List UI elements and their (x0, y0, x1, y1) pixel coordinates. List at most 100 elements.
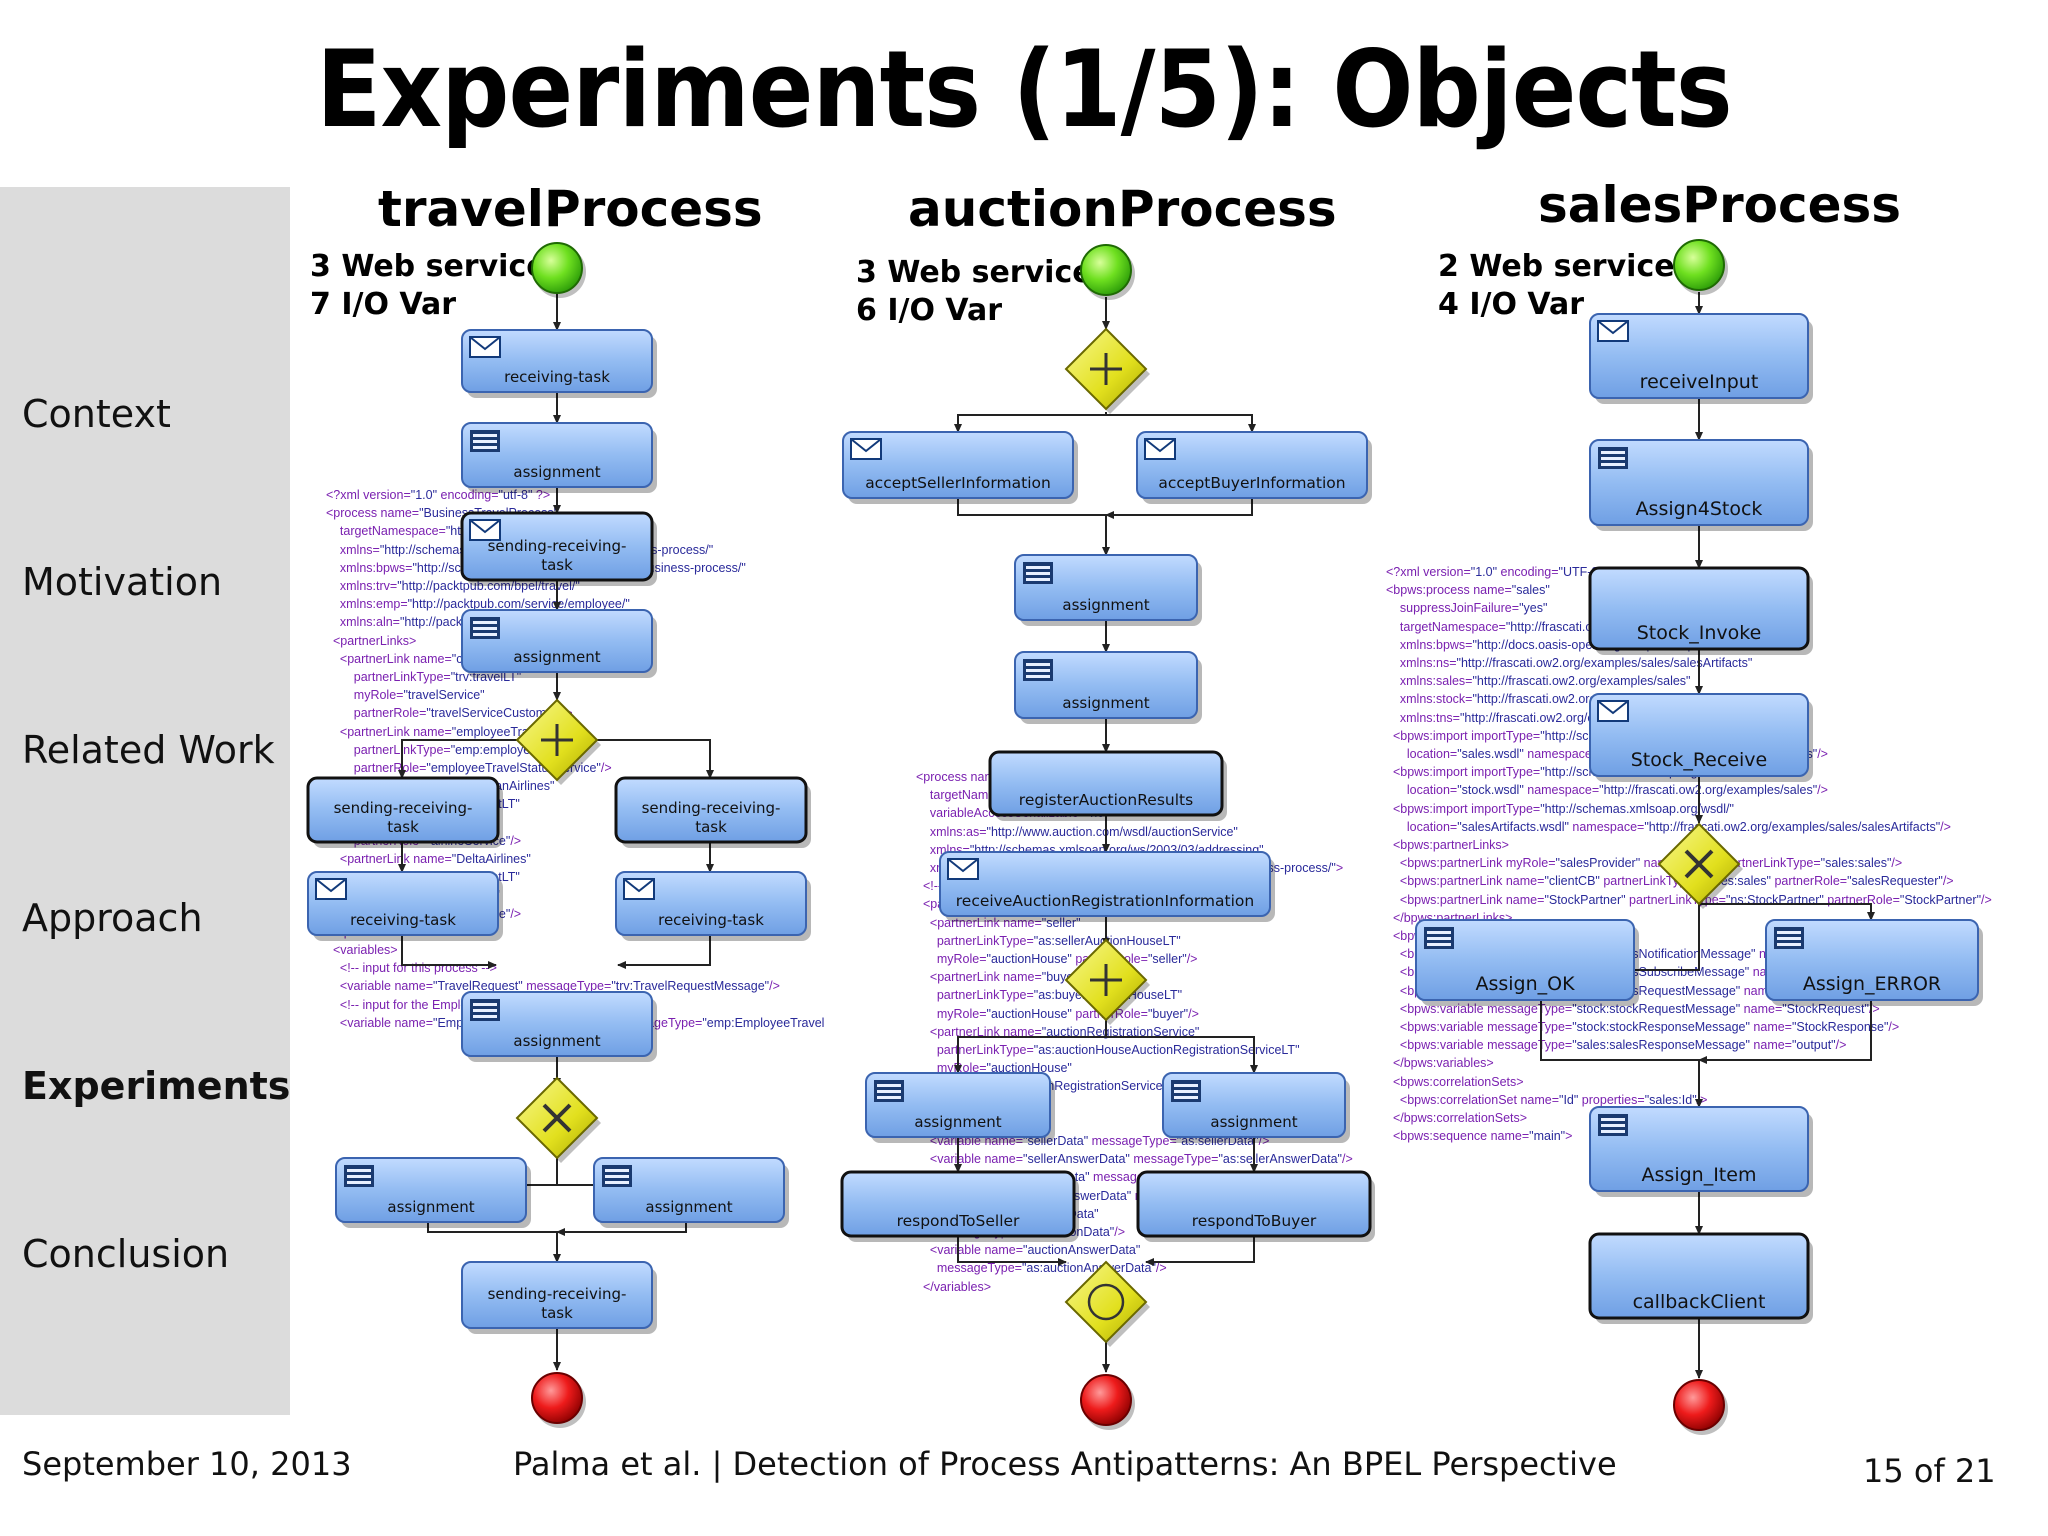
auction-task-receive-registration[interactable] (939, 851, 1271, 917)
assignment-icon-row (347, 1181, 371, 1184)
task-label: sending-receiving- (642, 799, 781, 817)
sidebar-item-related-work[interactable]: Related Work (22, 728, 275, 772)
flow-arrow (954, 1020, 1107, 1074)
assignment-icon-row (473, 1009, 497, 1012)
sales-task-assign-item[interactable] (1589, 1106, 1809, 1192)
envelope-flap (469, 519, 501, 534)
assignment-icon-row (347, 1169, 371, 1172)
task-label: callbackClient (1633, 1291, 1766, 1313)
travel-task-sending-receiving[interactable] (461, 1261, 653, 1329)
assignment-icon-row (1026, 578, 1050, 581)
travel-process-info: 3 Web services 7 I/O Var (310, 248, 564, 324)
assignment-icon-row (1601, 463, 1625, 466)
sidebar-item-motivation[interactable]: Motivation (22, 560, 223, 604)
assignment-icon-row (1777, 937, 1801, 940)
task-label: Stock_Invoke (1637, 622, 1762, 644)
travel-task-receiving[interactable] (615, 871, 807, 936)
task-label: acceptSellerInformation (865, 474, 1051, 492)
assignment-icon-row (473, 627, 497, 630)
flow-arrow (556, 1222, 687, 1236)
travel-task-sending-receiving[interactable] (614, 776, 808, 844)
task-label: Assign4Stock (1636, 498, 1763, 520)
auction-end-event[interactable] (1080, 1374, 1132, 1426)
footer-date: September 10, 2013 (22, 1445, 352, 1483)
assignment-icon-row (473, 434, 497, 437)
task-label: task (541, 556, 573, 574)
envelope-flap (1597, 320, 1629, 335)
auction-task-register-results[interactable] (988, 750, 1224, 817)
task-label: respondToSeller (897, 1212, 1020, 1230)
sales-services: 2 Web services (1438, 249, 1693, 284)
sales-task-stock-invoke[interactable] (1588, 566, 1810, 651)
task-label: Stock_Receive (1631, 749, 1767, 771)
flow-arrow (954, 412, 1107, 433)
auction-start-event[interactable] (1080, 244, 1132, 296)
task-label: assignment (387, 1198, 474, 1216)
task-label: receiveInput (1640, 371, 1759, 393)
exclusive-gateway-icon (542, 1103, 572, 1133)
sales-task-callback-client[interactable] (1588, 1232, 1810, 1320)
task-label: assignment (513, 463, 600, 481)
assignment-icon-row (1427, 931, 1451, 934)
assignment-icon-row (473, 1003, 497, 1006)
sales-task-assign-ok[interactable] (1415, 919, 1635, 1001)
sales-start-event[interactable] (1673, 239, 1725, 291)
assignment-icon-row (1026, 675, 1050, 678)
auction-task-assignment[interactable] (865, 1072, 1051, 1138)
assignment-icon-row (1174, 1090, 1198, 1093)
sidebar-item-conclusion[interactable]: Conclusion (22, 1232, 230, 1276)
assignment-icon-row (605, 1175, 629, 1178)
auction-task-assignment[interactable] (1162, 1072, 1346, 1138)
footer-page: 15 of 21 (1863, 1452, 1996, 1490)
envelope-flap (1597, 700, 1629, 715)
assignment-icon-row (605, 1181, 629, 1184)
task-label: assignment (1210, 1113, 1297, 1131)
task-label: Assign_Item (1642, 1164, 1757, 1186)
travel-task-sending-receiving[interactable] (460, 511, 654, 582)
travel-task-assignment[interactable] (461, 991, 653, 1057)
envelope-flap (850, 438, 882, 453)
travel-task-assignment[interactable] (461, 422, 653, 488)
envelope-flap (623, 878, 655, 893)
assignment-icon-row (1174, 1084, 1198, 1087)
travel-end-event[interactable] (531, 1372, 583, 1424)
sidebar-item-context[interactable]: Context (22, 392, 171, 436)
assignment-icon-row (1026, 566, 1050, 569)
auction-task-accept-seller[interactable] (842, 431, 1074, 499)
travel-task-assignment[interactable] (593, 1157, 785, 1223)
assignment-icon-row (1601, 457, 1625, 460)
travel-start-event[interactable] (531, 242, 583, 294)
assignment-icon-row (473, 621, 497, 624)
travel-task-receiving[interactable] (307, 871, 499, 936)
auction-gateway-event[interactable] (1064, 1260, 1148, 1344)
travel-task-assignment[interactable] (335, 1157, 527, 1223)
auction-task-assignment[interactable] (1014, 651, 1198, 719)
sidebar-item-experiments[interactable]: Experiments (22, 1064, 291, 1108)
travel-task-sending-receiving[interactable] (306, 776, 500, 844)
travel-vars: 7 I/O Var (310, 287, 457, 322)
task-label: respondToBuyer (1192, 1212, 1317, 1230)
sales-task-receive-input[interactable] (1589, 313, 1809, 399)
task-label: assignment (513, 1032, 600, 1050)
travel-task-receiving[interactable] (461, 329, 653, 393)
assignment-icon-row (1174, 1096, 1198, 1099)
sales-task-stock-receive[interactable] (1589, 693, 1809, 777)
task-label: receiving-task (350, 911, 456, 929)
auction-task-respond-buyer[interactable] (1136, 1170, 1372, 1238)
sales-task-assign-stock[interactable] (1589, 439, 1809, 526)
assignment-icon-row (473, 446, 497, 449)
sales-end-event[interactable] (1673, 1379, 1725, 1431)
travel-task-assignment[interactable] (461, 609, 653, 673)
auction-task-accept-buyer[interactable] (1136, 431, 1368, 499)
assignment-icon-row (1026, 669, 1050, 672)
sales-task-assign-error[interactable] (1765, 919, 1979, 1001)
envelope-flap (315, 878, 347, 893)
auction-task-assignment[interactable] (1014, 554, 1198, 621)
assignment-icon-row (473, 633, 497, 636)
sidebar-item-approach[interactable]: Approach (22, 896, 203, 940)
task-label: acceptBuyerInformation (1158, 474, 1345, 492)
task-label: assignment (1062, 694, 1149, 712)
auction-task-respond-seller[interactable] (840, 1170, 1076, 1238)
flow-arrow (957, 1236, 1067, 1266)
